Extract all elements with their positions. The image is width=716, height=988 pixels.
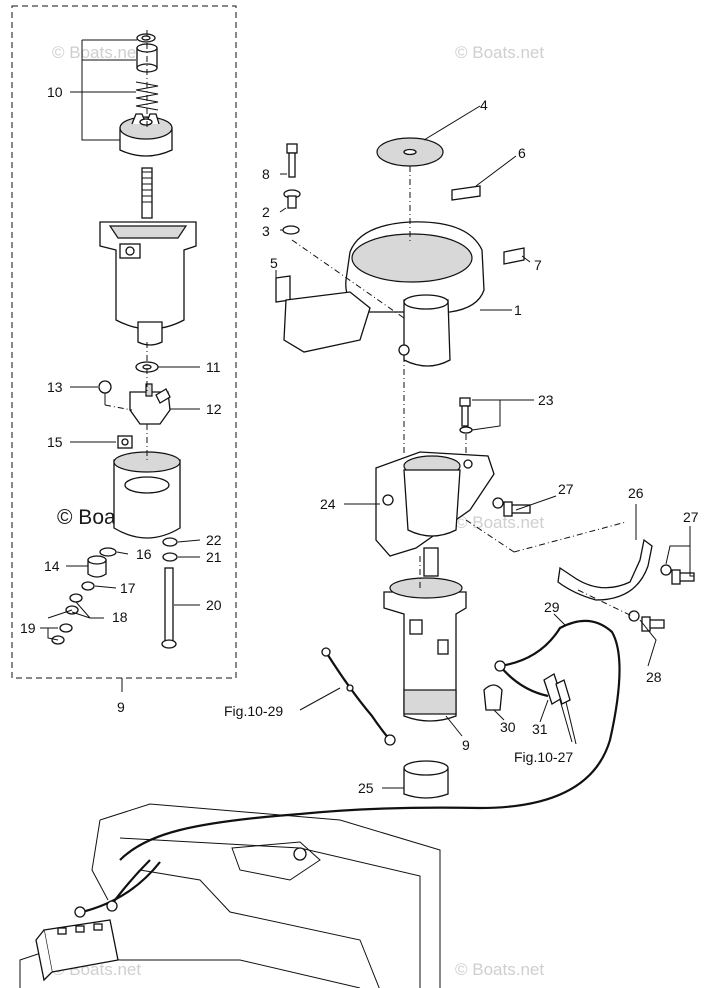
callout-15: 15 [47,434,63,450]
flywheel-cover-parts [275,137,525,367]
callout-30: 30 [500,719,516,735]
starter-mount-bracket [375,397,695,632]
callout-29: 29 [544,599,560,615]
wire-harness [74,619,621,918]
callout-5: 5 [270,255,278,271]
callout-25: 25 [358,780,374,796]
watermark: © Boats.net [455,513,544,532]
callout-24: 24 [320,496,336,512]
callout-26: 26 [628,485,644,501]
callout-19: 19 [20,620,36,636]
callout-10: 10 [47,84,63,100]
callout-labels: 1 2 3 4 5 6 7 8 9 9 10 11 12 13 14 15 16… [20,84,699,796]
callout-2: 2 [262,204,270,220]
starter-motor [383,547,467,799]
callout-28: 28 [646,669,662,685]
watermark: © Boats.net [455,43,544,62]
callout-31: 31 [532,721,548,737]
watermark: © Boats.net [52,43,141,62]
figure-reference: Fig.10-27 [514,749,573,765]
callout-9-group: 9 [117,699,125,715]
callout-27: 27 [683,509,699,525]
callout-20: 20 [206,597,222,613]
callout-6: 6 [518,145,526,161]
callout-21: 21 [206,549,222,565]
engine-frame [19,803,441,988]
watermark: © Boats.net [455,960,544,979]
callout-3: 3 [262,223,270,239]
callout-1: 1 [514,302,522,318]
figure-reference: Fig.10-29 [224,703,283,719]
callout-17: 17 [120,580,136,596]
starter-parts-exploded [51,33,197,649]
callout-7: 7 [534,257,542,273]
callout-12: 12 [206,401,222,417]
callout-27: 27 [558,481,574,497]
callout-4: 4 [480,97,488,113]
starter-assembly-group-box [11,5,237,679]
callout-22: 22 [206,532,222,548]
callout-14: 14 [44,558,60,574]
callout-8: 8 [262,166,270,182]
callout-13: 13 [47,379,63,395]
callout-16: 16 [136,546,152,562]
callout-23: 23 [538,392,554,408]
alignment-lines [104,30,633,617]
callout-9: 9 [462,737,470,753]
callout-11: 11 [206,359,221,375]
leader-lines [40,39,694,789]
callout-18: 18 [112,609,128,625]
